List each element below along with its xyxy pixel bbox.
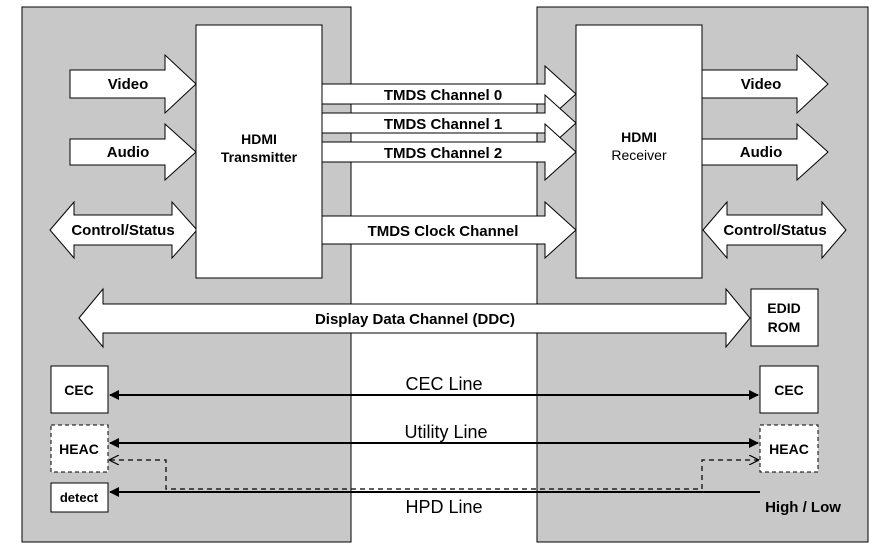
control-status-output-arrow: [702, 200, 847, 260]
video-input-label: Video: [108, 76, 149, 93]
cec-box-right-label: CEC: [774, 382, 804, 398]
edid-rom-label-2: ROM: [768, 319, 801, 335]
utility-line-label: Utility Line: [404, 422, 487, 442]
tmds-clock-channel-label: TMDS Clock Channel: [368, 223, 519, 240]
tmds-clock-channel-arrow: [320, 200, 577, 260]
high-low-label: High / Low: [765, 499, 841, 516]
heac-box-left-label: HEAC: [59, 441, 99, 457]
ddc-arrow: [78, 287, 751, 349]
hdmi-transmitter-label-1: HDMI: [241, 131, 277, 147]
edid-rom-box: [750, 288, 819, 347]
audio-input-arrow: [69, 122, 197, 182]
audio-output-arrow: [701, 122, 829, 182]
video-output-label: Video: [741, 76, 782, 93]
tmds-channel-2-label: TMDS Channel 2: [384, 145, 502, 162]
cec-box-left-label: CEC: [64, 382, 94, 398]
tmds-channel-0-arrow: [320, 64, 577, 124]
heac-dashed-path: [110, 460, 758, 490]
cec-box-left: [50, 365, 109, 414]
video-input-arrow: [69, 53, 197, 115]
heac-box-right-label: HEAC: [769, 441, 809, 457]
hdmi-transmitter-box: [195, 24, 323, 279]
tmds-channel-1-arrow: [320, 93, 577, 153]
ddc-label: Display Data Channel (DDC): [315, 311, 515, 328]
hpd-line-label: HPD Line: [405, 497, 482, 517]
edid-rom-label-1: EDID: [767, 300, 800, 316]
cec-line-label: CEC Line: [405, 374, 482, 394]
control-status-input-label: Control/Status: [71, 222, 174, 239]
audio-output-label: Audio: [740, 144, 783, 161]
detect-box: [50, 482, 109, 513]
tmds-channel-1-label: TMDS Channel 1: [384, 116, 502, 133]
cec-box-right: [759, 365, 819, 414]
control-status-output-label: Control/Status: [723, 222, 826, 239]
tmds-channel-0-label: TMDS Channel 0: [384, 87, 502, 104]
detect-box-label: detect: [60, 490, 99, 505]
tmds-channel-2-arrow: [320, 122, 577, 182]
heac-box-left: [50, 424, 109, 473]
hdmi-receiver-label-2: Receiver: [611, 147, 667, 163]
hdmi-receiver-label-1: HDMI: [621, 129, 657, 145]
hdmi-receiver-box: [575, 24, 703, 279]
heac-box-right: [759, 424, 819, 473]
video-output-arrow: [701, 53, 829, 115]
hdmi-transmitter-label-2: Transmitter: [221, 149, 298, 165]
audio-input-label: Audio: [107, 144, 150, 161]
